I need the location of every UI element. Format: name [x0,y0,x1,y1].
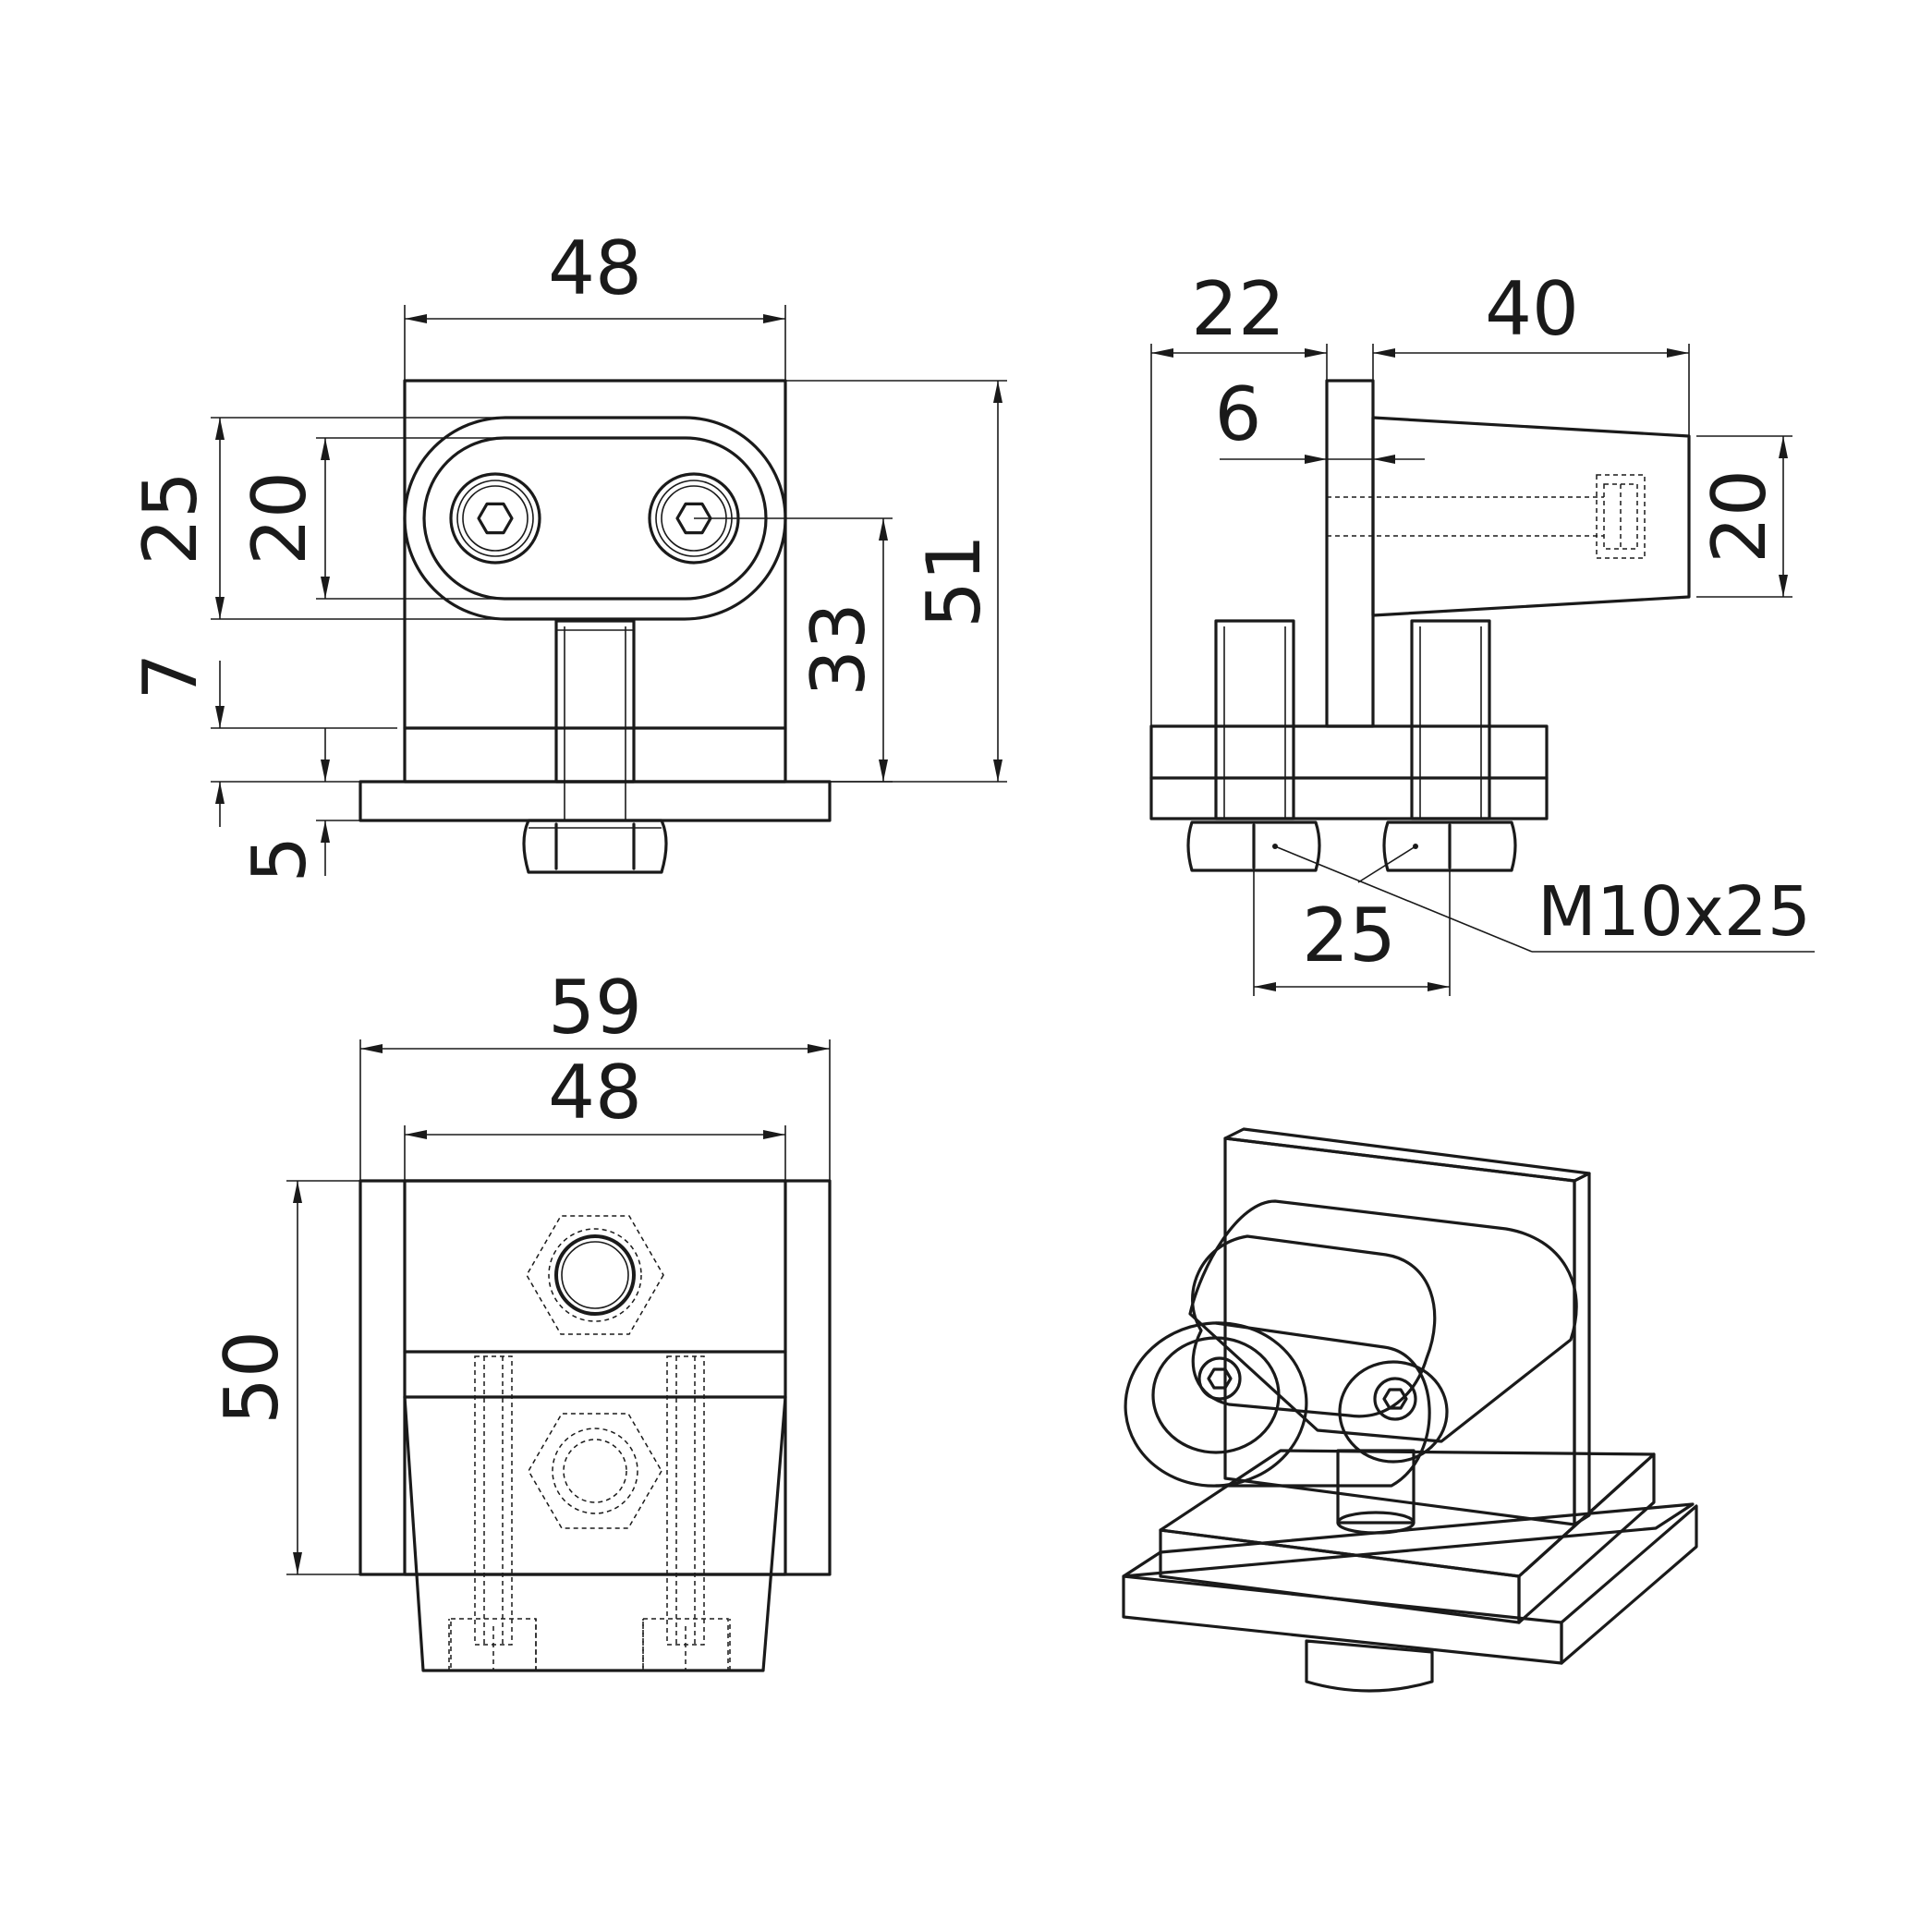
side-nut-left [1186,820,1321,872]
side-left-label: 22 [1191,266,1285,352]
side-bolt-label: M10x25 [1537,872,1811,952]
iso-screw-right [1338,1360,1449,1464]
side-view-dimensions: 22 40 6 20 25 M10x25 [1150,266,1815,996]
front-hole-height-label: 33 [796,602,881,697]
front-view-dimensions: 48 25 20 7 5 33 51 [128,225,1007,882]
front-base-step-label: 7 [128,653,213,700]
screw-head-left [449,472,541,565]
side-nut-right [1382,820,1517,872]
front-width-label: 48 [548,225,642,311]
hex-nut [522,819,668,874]
isometric-view [1122,1127,1698,1693]
side-view [1149,379,1691,872]
top-depth-label: 50 [209,1331,295,1425]
front-plate-label: 5 [237,836,322,883]
front-view [358,379,832,874]
front-slot-height-label: 25 [128,471,213,565]
side-right-label: 40 [1485,266,1579,352]
front-total-height-label: 51 [911,534,997,628]
front-slot-inner-label: 20 [237,471,322,565]
top-inner-width-label: 48 [548,1050,642,1136]
side-spacing-label: 25 [1302,893,1396,978]
side-wall-label: 6 [1215,371,1262,457]
top-outer-width-label: 59 [548,965,642,1051]
top-view-dimensions: 59 48 50 [209,965,831,1575]
top-view [358,1179,832,1672]
side-boss-label: 20 [1696,469,1782,564]
iso-screw-left [1151,1336,1281,1454]
